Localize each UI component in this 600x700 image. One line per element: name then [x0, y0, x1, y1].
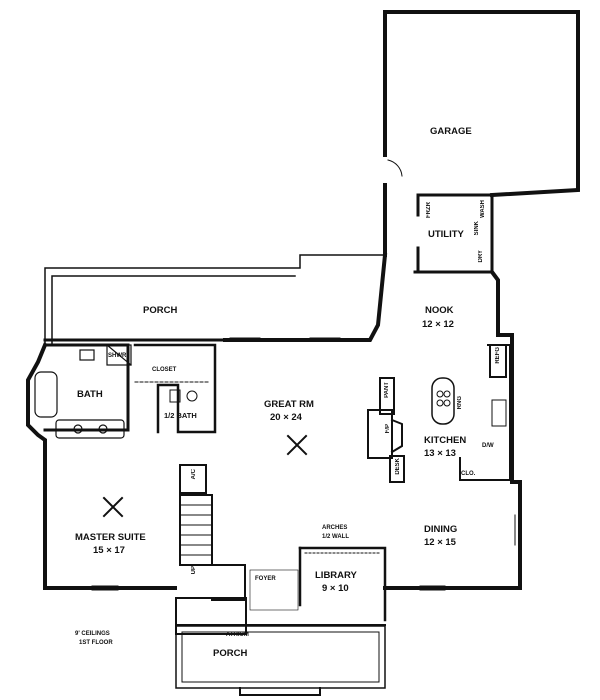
kitchen-label: KITCHEN: [424, 435, 467, 446]
freezer-label: FRZR: [426, 202, 432, 218]
washer-label: WASH: [480, 200, 486, 218]
exterior-walls: [26, 252, 522, 590]
library-label: LIBRARY: [315, 570, 357, 581]
bath-label: BATH: [77, 389, 103, 400]
ac-label: A/C: [191, 469, 197, 480]
ceiling-fan-great-room: [286, 434, 308, 456]
rear-porch-outline: [43, 254, 386, 346]
refrigerator-label: REFG: [495, 347, 501, 364]
library-walls: [249, 546, 387, 622]
dining-dimensions: 12 × 15: [424, 537, 456, 548]
atrium-porch: [175, 597, 386, 696]
closet-label: CLOSET: [152, 367, 177, 373]
staircase: [179, 464, 246, 601]
dryer-label: DRY: [478, 250, 484, 263]
sink-label: SINK: [474, 221, 480, 236]
half-bath-label: 1/2 BATH: [164, 411, 197, 420]
nook-dimensions: 12 × 12: [422, 319, 454, 330]
nook-label: NOOK: [425, 305, 454, 316]
arches-note-line2: 1/2 WALL: [322, 534, 350, 540]
garage-walls: [382, 10, 580, 257]
windows: [91, 337, 520, 591]
master-suite-label: MASTER SUITE: [75, 532, 146, 543]
arches-note-line1: ARCHES: [322, 525, 348, 531]
closet-walls: [133, 343, 217, 434]
pantry-label: PANT: [384, 382, 390, 398]
clo-label: CLO.: [461, 471, 476, 477]
front-porch-label: PORCH: [213, 648, 248, 659]
dishwasher-label: D/W: [482, 443, 494, 449]
library-dimensions: 9 × 10: [322, 583, 349, 594]
utility-walls: [413, 193, 494, 274]
fireplace-label: F/P: [385, 424, 391, 434]
atrium-label: ATRIUM: [226, 632, 249, 638]
great-room-dimensions: 20 × 24: [270, 412, 302, 423]
ceiling-fan-master: [102, 496, 124, 518]
desk-label: DESK: [395, 458, 401, 475]
kitchen-layout: [367, 344, 511, 483]
bath-fixtures: [34, 344, 132, 439]
utility-label: UTILITY: [428, 229, 464, 240]
foyer-label: FOYER: [255, 576, 276, 582]
stairs-up-label: UP: [191, 566, 197, 575]
dining-label: DINING: [424, 524, 458, 535]
ceiling-note-line2: 1ST FLOOR: [79, 640, 113, 646]
ceiling-note-line1: 9' CEILINGS: [75, 631, 110, 637]
rear-porch-label: PORCH: [143, 305, 178, 316]
range-label: RNG: [457, 396, 463, 410]
shower-label: SHWR: [108, 353, 127, 359]
great-room-label: GREAT RM: [264, 399, 314, 410]
garage-label: GARAGE: [430, 126, 472, 137]
kitchen-dimensions: 13 × 13: [424, 448, 456, 459]
master-suite-dimensions: 15 × 17: [93, 545, 125, 556]
